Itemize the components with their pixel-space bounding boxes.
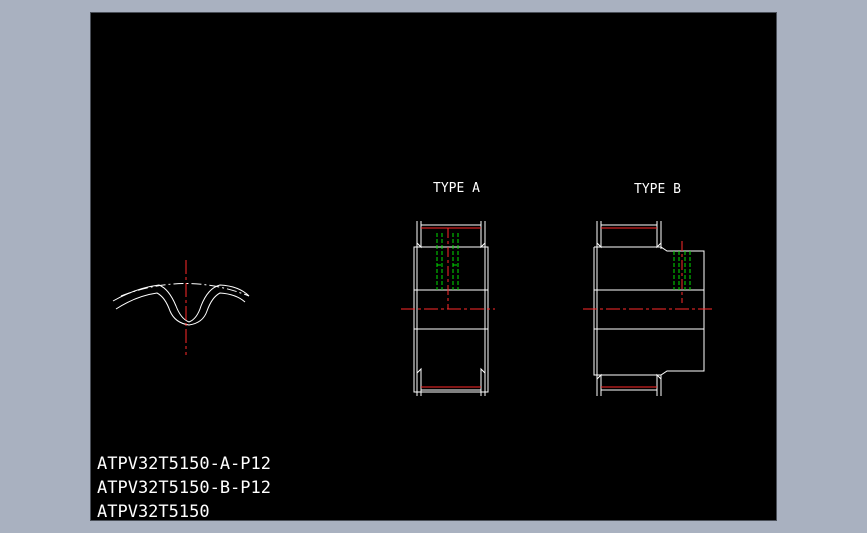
type-a-view — [401, 221, 495, 396]
type-a-label: TYPE A — [433, 181, 480, 196]
part-number: ATPV32T5150 — [97, 502, 210, 521]
cad-viewport[interactable]: TYPE A — [90, 12, 777, 521]
pitch-line — [120, 283, 250, 297]
tooth-profile-detail — [112, 260, 250, 355]
part-number: ATPV32T5150-B-P12 — [97, 478, 271, 498]
part-number-list: ATPV32T5150-A-P12 ATPV32T5150-B-P12 ATPV… — [97, 454, 271, 521]
part-number: ATPV32T5150-A-P12 — [97, 454, 271, 474]
tooth-profile-outer — [112, 284, 250, 323]
tooth-profile-inner — [115, 292, 246, 326]
type-b-view — [583, 221, 713, 396]
cad-drawing: TYPE A — [97, 181, 713, 521]
type-b-label: TYPE B — [634, 182, 681, 197]
